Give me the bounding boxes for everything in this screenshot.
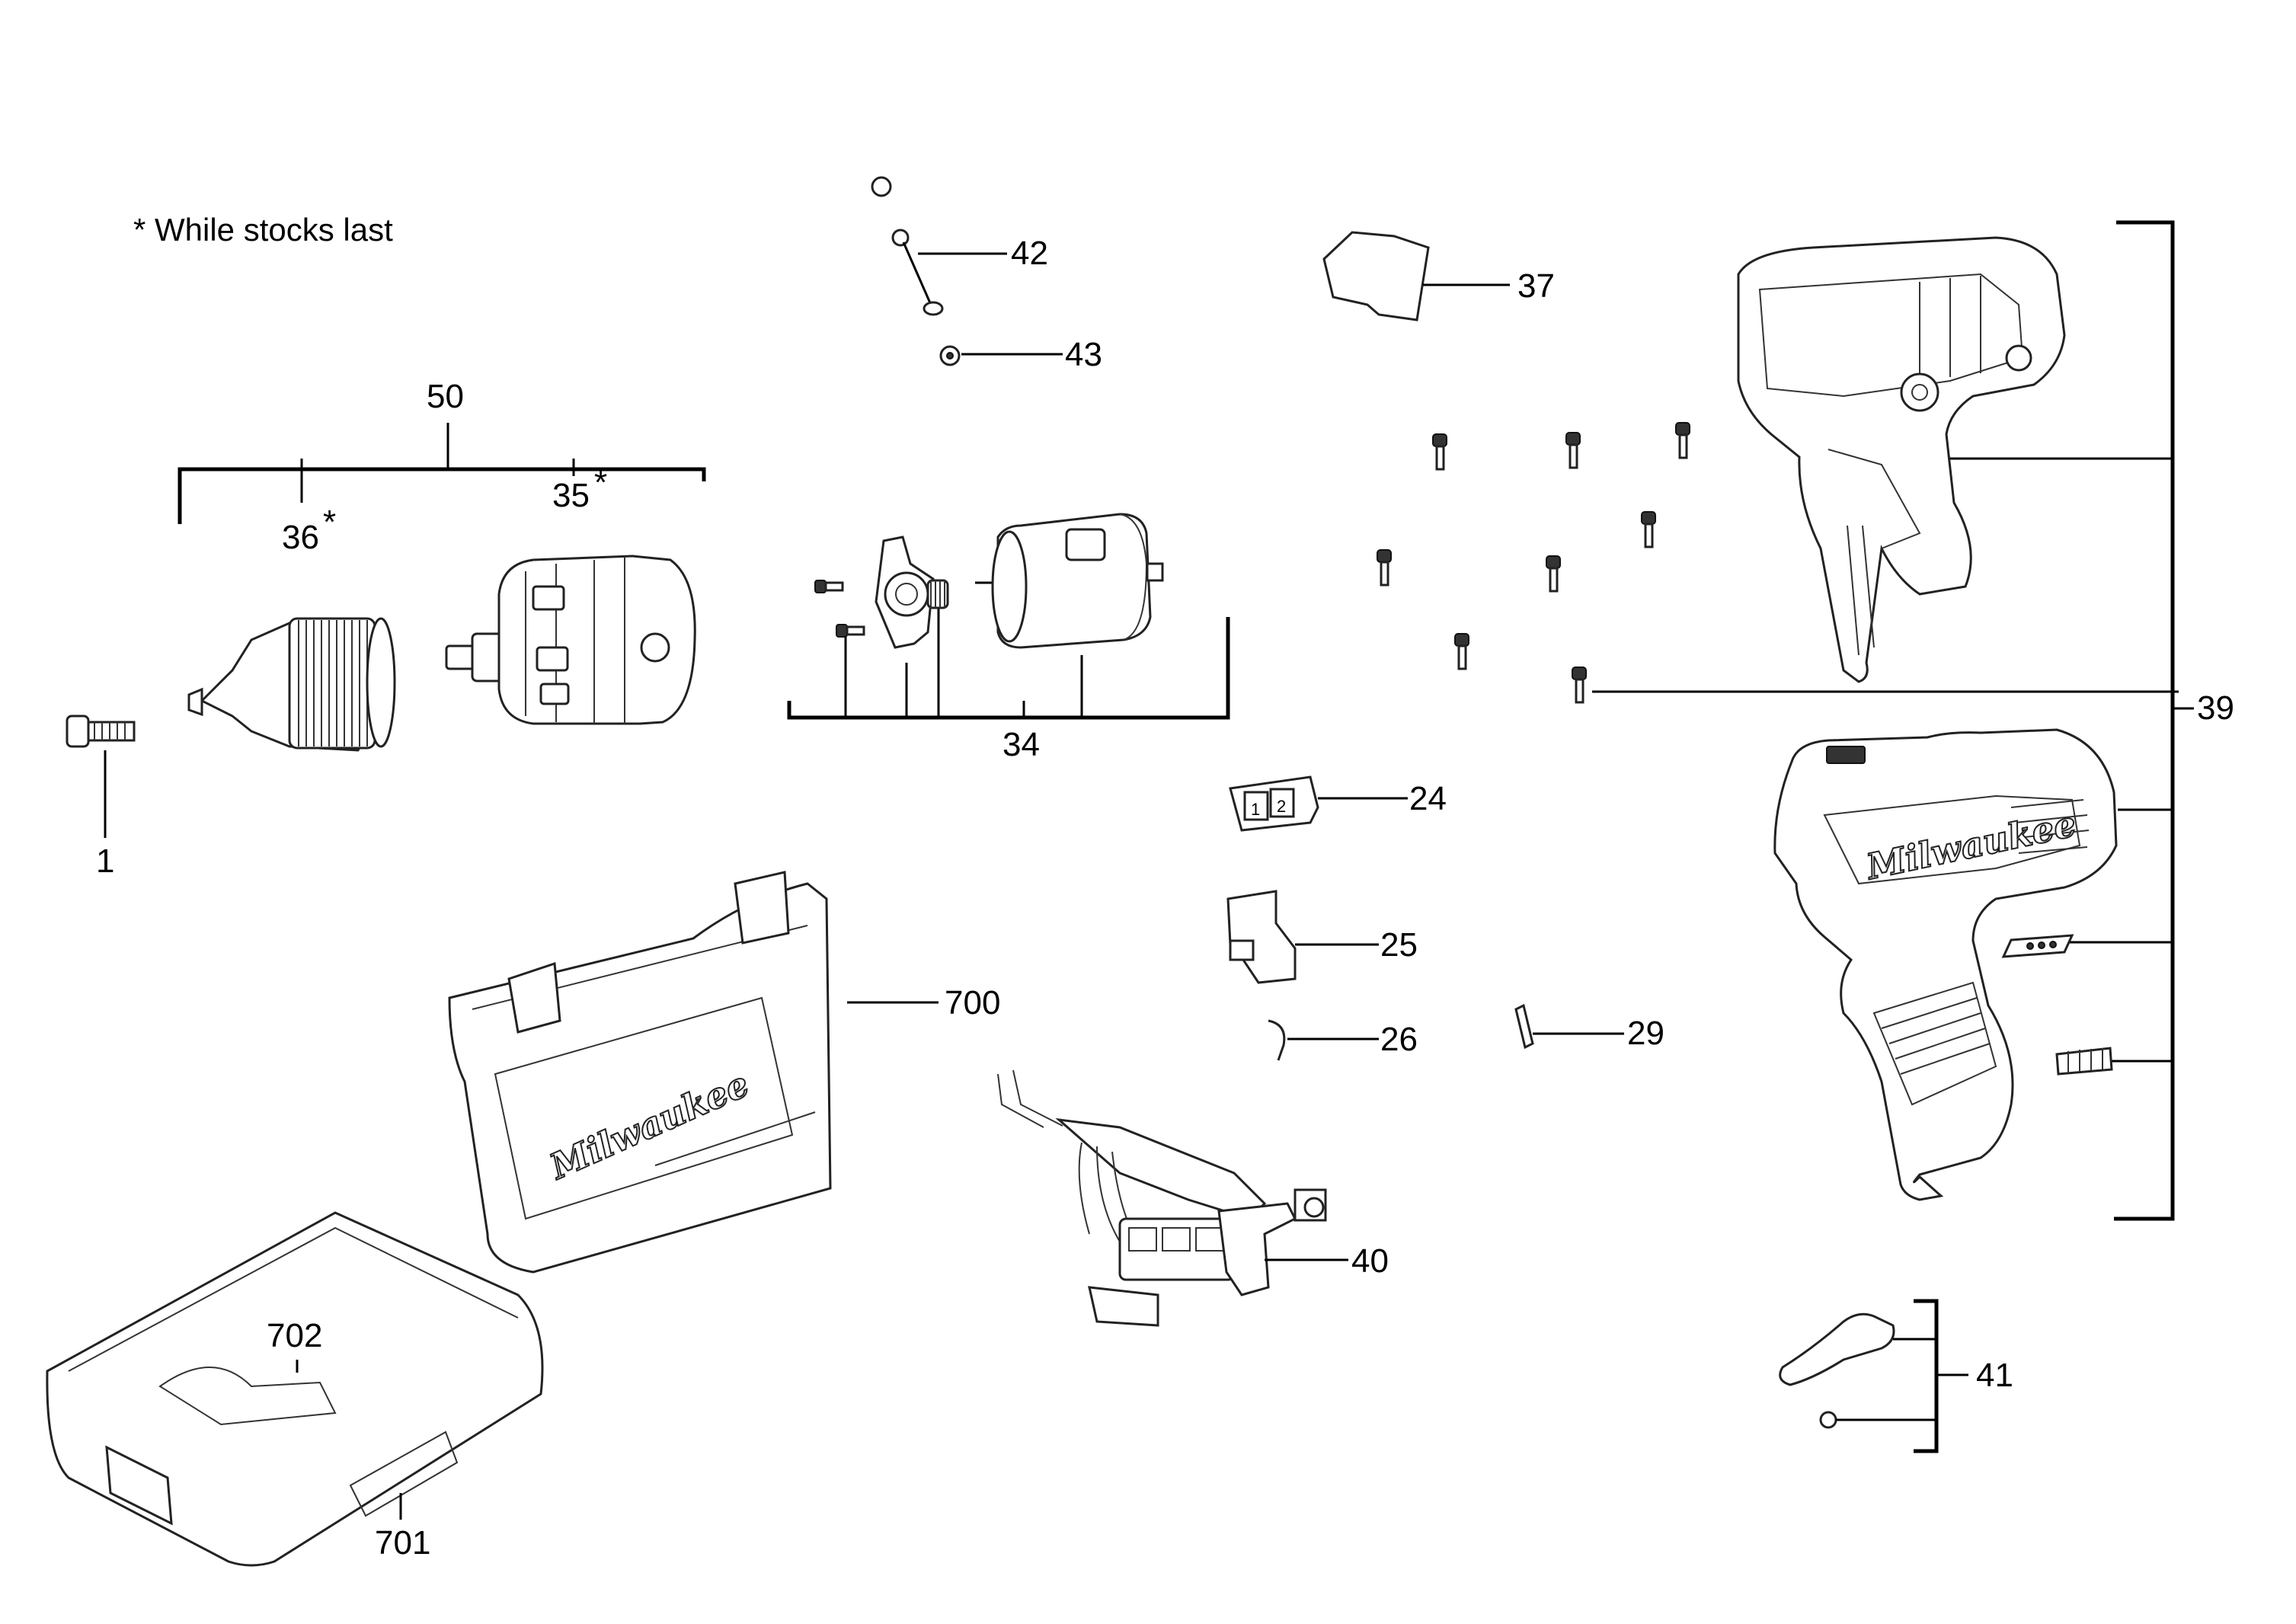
motor-screw-b xyxy=(836,624,865,638)
part-41-belt-clip xyxy=(1779,1299,1968,1453)
motor xyxy=(975,513,1164,649)
label-26: 26 xyxy=(1380,1021,1418,1058)
bracket-50 xyxy=(177,423,706,524)
pinion-gear xyxy=(926,579,949,609)
label-701: 701 xyxy=(375,1524,430,1562)
part-24-switch: 1 2 xyxy=(1229,775,1408,832)
label-25: 25 xyxy=(1380,926,1418,964)
label-43: 43 xyxy=(1065,336,1102,373)
part-37-label xyxy=(1322,231,1510,321)
star-36: * xyxy=(323,504,336,541)
label-41: 41 xyxy=(1976,1357,2013,1394)
battery-contacts xyxy=(2055,1047,2113,1076)
motor-plate xyxy=(875,535,935,649)
part-700-case: Milwaukee xyxy=(448,871,939,1274)
part-26-spring xyxy=(1268,1019,1379,1061)
label-37: 37 xyxy=(1517,267,1555,305)
housing-half-outer: Milwaukee xyxy=(1773,728,2118,1201)
label-34: 34 xyxy=(1003,726,1040,763)
label-700: 700 xyxy=(945,984,1000,1021)
screw-part-1 xyxy=(66,714,136,838)
chuck-part-36 xyxy=(187,617,396,752)
bracket-34 xyxy=(787,602,1230,720)
stock-note: * While stocks last xyxy=(133,212,393,248)
gearbox-part-35 xyxy=(445,555,696,725)
label-39: 39 xyxy=(2197,689,2234,727)
motor-screw-a xyxy=(814,580,844,593)
label-35: 35 xyxy=(552,477,590,514)
label-702: 702 xyxy=(267,1317,322,1354)
part-42-pin xyxy=(871,176,1007,316)
label-24: 24 xyxy=(1409,780,1447,817)
label-1: 1 xyxy=(96,842,114,880)
label-40: 40 xyxy=(1351,1242,1389,1280)
switch-mark-1: 1 xyxy=(1251,800,1260,819)
led-lens xyxy=(2001,934,2074,958)
label-42: 42 xyxy=(1011,235,1048,272)
housing-screws xyxy=(1377,422,2179,704)
label-50: 50 xyxy=(427,378,464,415)
part-43-washer xyxy=(939,345,1063,366)
star-35: * xyxy=(594,464,607,501)
switch-mark-2: 2 xyxy=(1277,797,1286,816)
part-40-switch-assembly xyxy=(997,1069,1348,1327)
part-25-selector xyxy=(1226,890,1379,984)
housing-half-inner xyxy=(1737,236,2066,683)
part-29-pin xyxy=(1514,1003,1624,1050)
label-29: 29 xyxy=(1627,1015,1664,1052)
label-36: 36 xyxy=(282,519,319,556)
part-701-box xyxy=(46,1211,544,1567)
